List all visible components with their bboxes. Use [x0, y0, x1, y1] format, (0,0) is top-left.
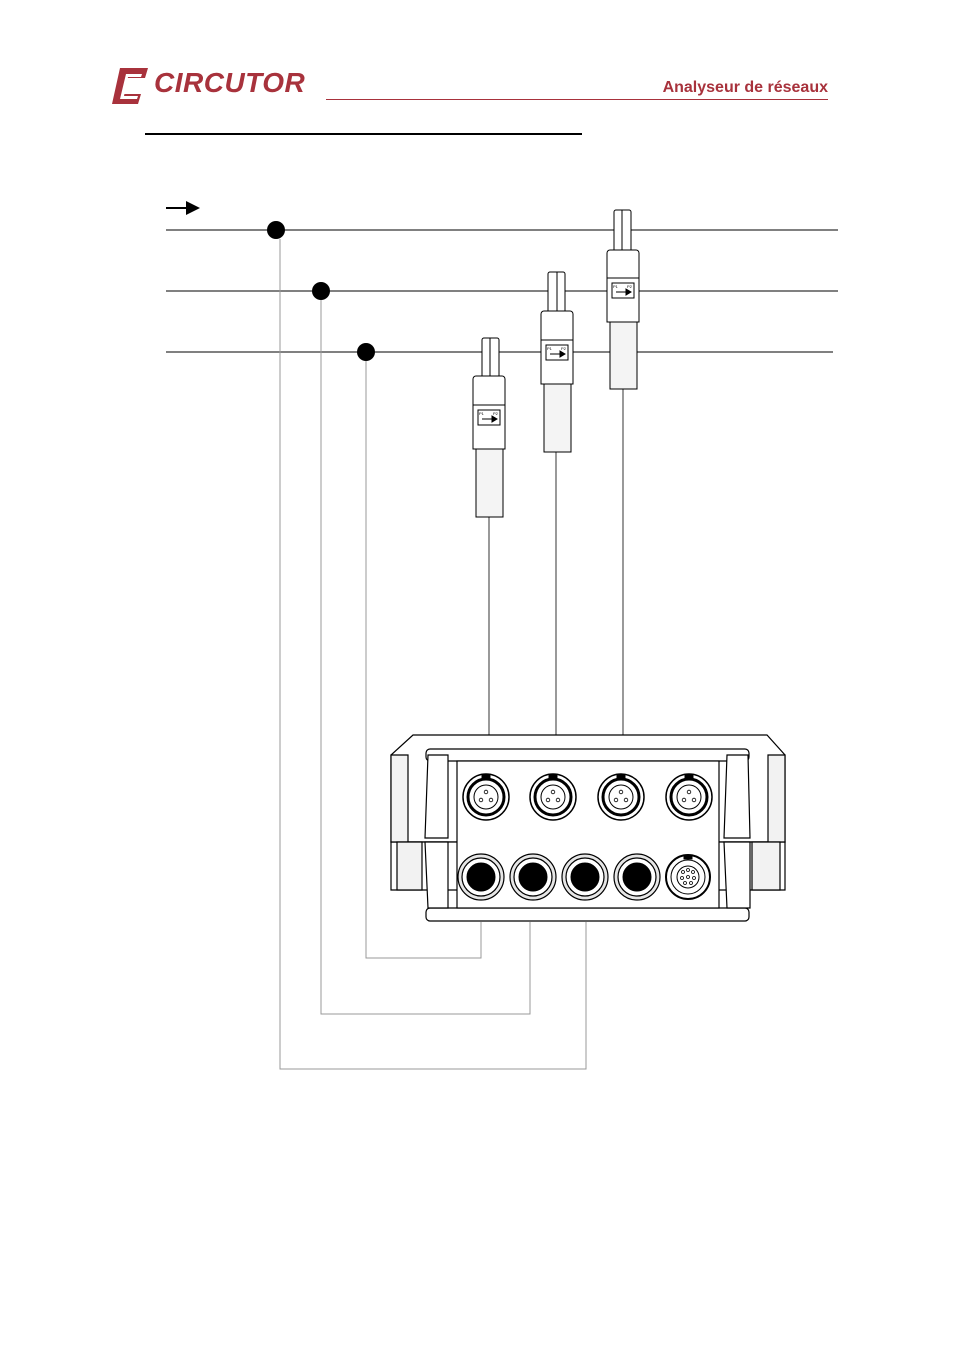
voltage-input-sockets	[457, 853, 711, 901]
circutor-logo: CIRCUTOR	[112, 66, 312, 106]
section-title-rule	[145, 133, 582, 135]
svg-text:P1: P1	[547, 346, 553, 351]
voltage-wire-2	[320, 300, 531, 1015]
voltage-node-1	[267, 221, 285, 239]
brand-name: CIRCUTOR	[154, 67, 306, 98]
header-rule	[326, 99, 828, 100]
svg-text:P2: P2	[561, 346, 567, 351]
voltage-socket-3	[561, 853, 609, 901]
voltage-wire-1	[279, 239, 587, 1070]
current-socket-2	[529, 773, 577, 821]
voltage-socket-2	[509, 853, 557, 901]
circutor-logo-icon	[112, 68, 148, 104]
voltage-node-3	[357, 343, 375, 361]
svg-text:P1: P1	[479, 411, 485, 416]
right-arrow-icon	[166, 201, 200, 215]
current-input-sockets	[462, 773, 713, 821]
voltage-wire-3	[365, 361, 482, 959]
voltage-socket-1	[457, 853, 505, 901]
current-clamp-1: P1 P2	[472, 337, 506, 518]
current-socket-1	[462, 773, 510, 821]
data-port-socket	[665, 854, 711, 900]
page-header-title: Analyseur de réseaux	[662, 79, 828, 96]
current-socket-3	[597, 773, 645, 821]
svg-text:P2: P2	[493, 411, 499, 416]
current-clamp-2: P1 P2	[540, 271, 574, 453]
svg-text:P1: P1	[613, 284, 619, 289]
voltage-socket-4	[613, 853, 661, 901]
voltage-node-2	[312, 282, 330, 300]
current-clamp-3: P1 P2	[606, 209, 640, 390]
svg-text:P2: P2	[627, 284, 633, 289]
current-socket-4	[665, 773, 713, 821]
